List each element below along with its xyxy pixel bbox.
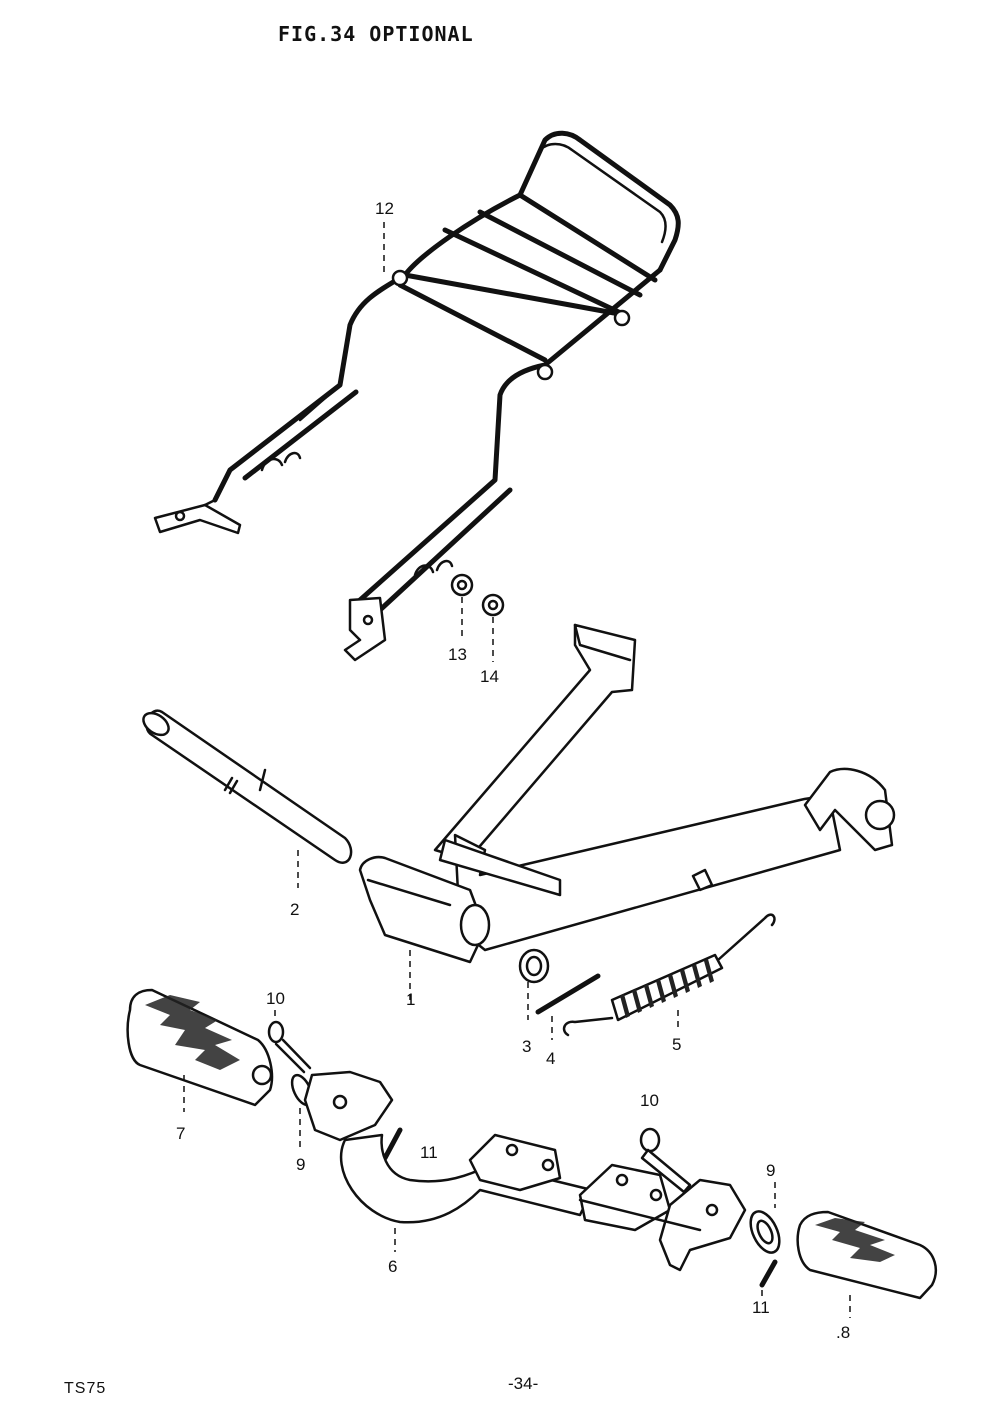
washer-9-right (749, 1210, 781, 1254)
washer-3 (518, 948, 550, 984)
pin-11-left (382, 1127, 403, 1161)
footrest-left (126, 988, 274, 1107)
callout-4: 4 (546, 1049, 555, 1068)
stand-spring (562, 913, 776, 1037)
callout-5: 5 (672, 1035, 681, 1054)
callout-11-right: 11 (752, 1298, 770, 1317)
pin-4 (535, 973, 601, 1015)
page-number: -34- (508, 1374, 539, 1393)
callout-9-left: 9 (296, 1155, 305, 1174)
callout-9-right: 9 (766, 1161, 775, 1180)
nut-14 (481, 593, 505, 617)
callout-11-left: 11 (420, 1143, 438, 1162)
callout-7: 7 (176, 1124, 185, 1143)
rear-carrier-rack (153, 130, 681, 662)
footrest-bar (303, 1070, 747, 1272)
callout-8: .8 (836, 1323, 850, 1342)
callout-14: 14 (480, 667, 499, 686)
callout-3: 3 (522, 1037, 531, 1056)
center-stand (358, 623, 896, 964)
model-code: TS75 (64, 1380, 107, 1397)
washer-13 (450, 573, 474, 597)
stand-shaft (142, 709, 353, 864)
pin-11-right (759, 1259, 778, 1288)
figure-title: FIG.34 OPTIONAL (278, 22, 474, 46)
callout-10-left: 10 (266, 989, 285, 1008)
bolt-10-left (267, 1020, 312, 1074)
callout-1: 1 (406, 990, 415, 1009)
callout-6: 6 (388, 1257, 397, 1276)
callout-13: 13 (448, 645, 467, 664)
footrest-right (796, 1210, 937, 1300)
callout-10-right: 10 (640, 1091, 659, 1110)
callout-2: 2 (290, 900, 299, 919)
callout-12: 12 (375, 199, 394, 218)
